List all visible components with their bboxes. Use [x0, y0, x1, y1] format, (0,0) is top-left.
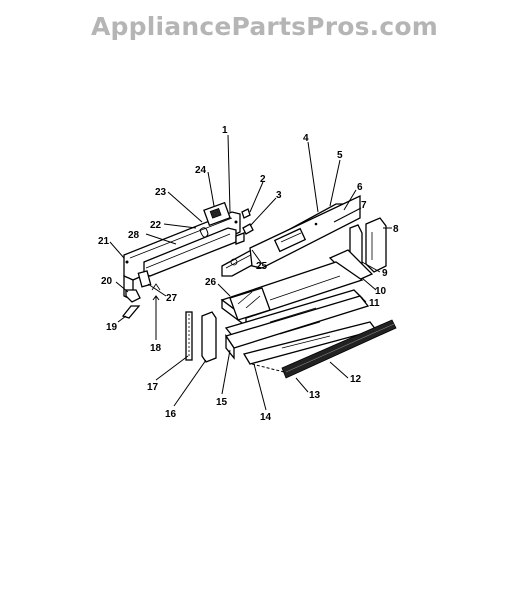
callout-labels: 1 2 3 4 5 6 7 8 9 10 11 12 13 14 15 16 1…	[98, 125, 399, 423]
display-panel	[249, 194, 361, 269]
callout-19: 19	[106, 322, 118, 333]
callout-22: 22	[150, 220, 162, 231]
callout-11: 11	[369, 298, 380, 309]
callout-21: 21	[98, 236, 110, 247]
callout-10: 10	[375, 286, 387, 297]
clock-module	[199, 201, 231, 238]
callout-24: 24	[195, 165, 207, 176]
side-clip-parts	[121, 270, 161, 319]
callout-12: 12	[350, 374, 362, 385]
front-control-panel	[220, 261, 364, 328]
callout-8: 8	[393, 224, 399, 235]
callout-27: 27	[166, 293, 178, 304]
callout-17: 17	[147, 382, 159, 393]
callout-2: 2	[260, 174, 266, 185]
callout-7: 7	[361, 200, 367, 211]
callout-16: 16	[165, 409, 177, 420]
callout-28: 28	[128, 230, 140, 241]
callout-1: 1	[222, 125, 228, 136]
callout-20: 20	[101, 276, 113, 287]
leader-lines	[109, 134, 392, 411]
site-watermark: AppliancePartsPros.com	[90, 12, 439, 41]
callout-3: 3	[276, 190, 282, 201]
callout-25: 25	[256, 261, 268, 272]
screw-18	[152, 295, 160, 302]
right-end-cap	[365, 217, 387, 273]
callout-9: 9	[382, 268, 388, 279]
kick-panel-15	[224, 295, 370, 360]
vent-grille	[251, 319, 397, 379]
mounting-clips	[235, 208, 254, 245]
callout-26: 26	[205, 277, 217, 288]
callout-4: 4	[303, 133, 309, 144]
side-strips	[185, 311, 217, 363]
callout-14: 14	[260, 412, 272, 423]
callout-18: 18	[150, 343, 162, 354]
callout-15: 15	[216, 397, 228, 408]
callout-6: 6	[357, 182, 363, 193]
callout-13: 13	[309, 390, 321, 401]
callout-5: 5	[337, 150, 343, 161]
callout-23: 23	[155, 187, 167, 198]
